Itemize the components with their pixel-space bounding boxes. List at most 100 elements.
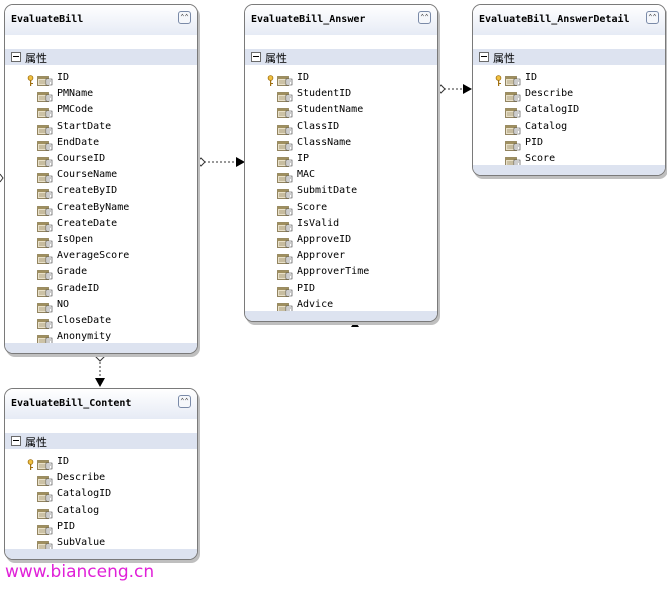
field-row[interactable]: CloseDate (5, 314, 197, 330)
property-icon (37, 457, 53, 470)
section-collapse-icon[interactable] (479, 52, 489, 62)
property-icon (277, 122, 293, 135)
entity-footer (473, 165, 665, 175)
field-name: Advice (297, 298, 334, 310)
section-label: 属性 (25, 436, 47, 449)
section-collapse-icon[interactable] (11, 436, 21, 446)
field-row[interactable]: CourseID (5, 152, 197, 168)
offscreen-connector-left (0, 173, 4, 183)
properties-section-header[interactable]: 属性 (5, 433, 197, 449)
entity-header[interactable]: EvaluateBill_AnswerDetail⌃⌃ (473, 5, 665, 35)
field-row[interactable]: Catalog (473, 120, 665, 136)
property-icon (37, 235, 53, 248)
collapse-chevron-icon[interactable]: ⌃⌃ (418, 11, 431, 24)
field-row[interactable]: CreateByID (5, 184, 197, 200)
field-row[interactable]: ID (473, 71, 665, 87)
field-row[interactable]: PID (473, 136, 665, 152)
field-row[interactable]: ID (5, 71, 197, 87)
field-name: CloseDate (57, 315, 112, 326)
entity-title: EvaluateBill_Content (11, 398, 132, 409)
field-name: CreateByName (57, 201, 130, 213)
collapse-chevron-icon[interactable]: ⌃⌃ (178, 11, 191, 24)
field-row[interactable]: IP (245, 152, 437, 168)
field-row[interactable]: Approver (245, 249, 437, 265)
field-name: PID (297, 282, 316, 294)
field-row[interactable]: PID (245, 282, 437, 298)
primary-key-icon (27, 72, 34, 86)
property-icon (37, 473, 53, 487)
field-row[interactable]: Score (245, 201, 437, 217)
relationship-bill-to-answer[interactable] (196, 157, 245, 167)
property-icon (277, 186, 293, 200)
field-row[interactable]: ClassName (245, 136, 437, 152)
watermark-text: www.bianceng.cn (5, 562, 155, 582)
primary-key-icon (27, 456, 34, 470)
property-icon (37, 138, 53, 151)
section-collapse-icon[interactable] (251, 52, 261, 62)
field-row[interactable]: SubmitDate (245, 184, 437, 200)
field-name: SubValue (57, 537, 106, 548)
properties-section-header[interactable]: 属性 (5, 49, 197, 65)
field-row[interactable]: IsOpen (5, 233, 197, 249)
property-icon (37, 154, 53, 167)
property-icon (277, 284, 293, 297)
field-row[interactable]: PMName (5, 87, 197, 103)
field-name: Describe (525, 88, 574, 100)
property-icon (277, 251, 293, 265)
field-row[interactable]: Describe (473, 87, 665, 103)
field-row[interactable]: StudentName (245, 103, 437, 119)
collapse-chevron-icon[interactable]: ⌃⌃ (646, 11, 659, 24)
field-row[interactable]: StartDate (5, 120, 197, 136)
relationship-bill-to-content[interactable] (95, 352, 105, 387)
field-name: PID (525, 136, 544, 148)
property-icon (37, 251, 53, 265)
property-icon (505, 73, 521, 86)
field-name: CreateByID (57, 185, 118, 197)
field-name: MAC (297, 169, 316, 181)
relationship-answer-to-answerdetail[interactable] (436, 84, 472, 94)
property-icon (277, 267, 293, 281)
section-label: 属性 (25, 52, 47, 65)
field-row[interactable]: Score (473, 152, 665, 168)
entity-header[interactable]: EvaluateBill_Answer⌃⌃ (245, 5, 437, 35)
field-row[interactable]: Grade (5, 265, 197, 281)
section-label: 属性 (493, 52, 515, 65)
collapse-chevron-icon[interactable]: ⌃⌃ (178, 395, 191, 408)
field-row[interactable]: ApproveID (245, 233, 437, 249)
entity-header[interactable]: EvaluateBill⌃⌃ (5, 5, 197, 35)
field-row[interactable]: EndDate (5, 136, 197, 152)
field-row[interactable]: AverageScore (5, 249, 197, 265)
property-icon (37, 506, 53, 519)
field-row[interactable]: CatalogID (473, 103, 665, 119)
field-row[interactable]: ApproverTime (245, 265, 437, 281)
field-row[interactable]: CourseName (5, 168, 197, 184)
field-row[interactable]: PID (5, 520, 197, 536)
field-row[interactable]: CreateDate (5, 217, 197, 233)
property-icon (37, 522, 53, 535)
properties-section-header[interactable]: 属性 (245, 49, 437, 65)
field-row[interactable]: CreateByName (5, 201, 197, 217)
field-row[interactable]: NO (5, 298, 197, 314)
field-row[interactable]: Catalog (5, 504, 197, 520)
field-row[interactable]: Describe (5, 471, 197, 487)
field-row[interactable]: IsValid (245, 217, 437, 233)
field-row[interactable]: CatalogID (5, 487, 197, 503)
field-row[interactable]: ID (5, 455, 197, 471)
entity-header[interactable]: EvaluateBill_Content ⌃⌃ (5, 389, 197, 419)
field-name: Score (525, 153, 556, 164)
field-row[interactable]: GradeID (5, 282, 197, 298)
field-row[interactable]: PMCode (5, 103, 197, 119)
section-collapse-icon[interactable] (11, 52, 21, 62)
properties-section-header[interactable]: 属性 (473, 49, 665, 65)
field-row[interactable]: MAC (245, 168, 437, 184)
field-row[interactable]: ClassID (245, 120, 437, 136)
field-row[interactable]: StudentID (245, 87, 437, 103)
field-row[interactable]: ID (245, 71, 437, 87)
